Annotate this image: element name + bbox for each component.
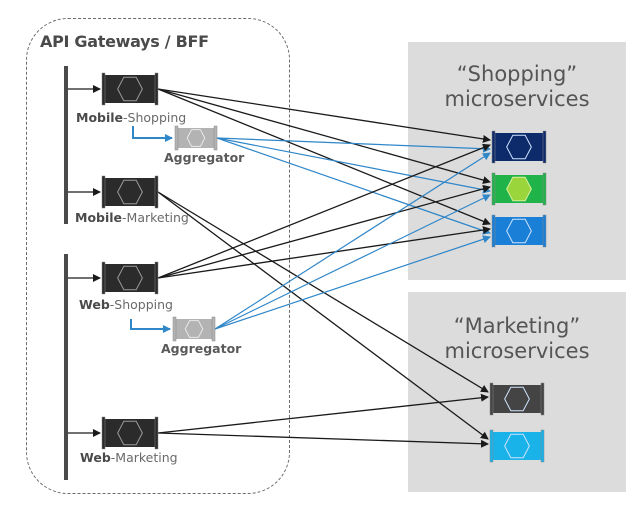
hexagon-icon xyxy=(117,265,143,291)
marketing-title-line1: “Marketing” xyxy=(453,314,581,338)
shopping-panel-title: “Shopping” microservices xyxy=(408,62,626,112)
nodes xyxy=(101,72,547,463)
hexagon-icon xyxy=(506,176,532,202)
connection-web-shopping-to-shopping-3 xyxy=(157,226,491,279)
gateway-label-mobile-shopping: Mobile-Shopping xyxy=(76,110,186,125)
connection-mobile-aggregator-to-shopping-2 xyxy=(216,137,491,194)
node-cap xyxy=(101,72,106,106)
node-cap xyxy=(172,316,177,342)
aggregator-arrow-web xyxy=(130,319,171,333)
node-body xyxy=(492,133,546,161)
marketing-title-line2: microservices xyxy=(444,339,590,363)
label-rest: -Shopping xyxy=(123,110,187,125)
node-cap xyxy=(101,416,106,450)
connection-mobile-marketing-to-marketing-1 xyxy=(157,191,489,393)
connection-web-shopping-to-shopping-2 xyxy=(157,184,491,279)
node-shopping-3 xyxy=(491,214,547,248)
connection-web-aggregator-to-shopping-2 xyxy=(214,194,491,330)
shopping-title-line2: microservices xyxy=(444,87,590,111)
node-cap xyxy=(491,214,496,248)
label-bold: Mobile xyxy=(76,110,124,125)
node-cap xyxy=(542,214,547,248)
node-cap xyxy=(542,130,547,164)
hexagon-icon xyxy=(504,433,530,459)
hexagon-icon xyxy=(186,129,206,147)
node-cap xyxy=(101,261,106,295)
node-mobile-shopping xyxy=(101,72,159,106)
gateway-label-mobile-marketing: Mobile-Marketing xyxy=(75,210,189,225)
hexagon-icon xyxy=(184,320,204,338)
node-cap xyxy=(489,429,494,463)
api-gateways-group xyxy=(26,18,290,494)
node-marketing-2 xyxy=(489,429,545,463)
gateway-label-web-shopping: Web-Shopping xyxy=(79,297,173,312)
node-body xyxy=(173,319,215,339)
node-cap xyxy=(491,172,496,206)
connection-mobile-shopping-to-shopping-1 xyxy=(157,88,491,143)
aggregator-label-mobile: Aggregator xyxy=(164,150,245,165)
node-shopping-1 xyxy=(491,130,547,164)
node-cap xyxy=(154,261,159,295)
node-body xyxy=(102,75,158,103)
node-cap xyxy=(540,429,545,463)
hexagon-icon xyxy=(117,179,143,205)
node-marketing-1 xyxy=(489,382,545,416)
marketing-microservices-panel: “Marketing” microservices xyxy=(408,292,626,492)
aggregator-label-web: Aggregator xyxy=(161,341,242,356)
hexagon-icon xyxy=(117,76,143,102)
connection-web-marketing-to-marketing-2 xyxy=(157,432,489,448)
node-cap xyxy=(154,175,159,209)
hexagon-icon xyxy=(117,420,143,446)
connection-web-marketing-to-marketing-1 xyxy=(157,393,489,434)
node-cap xyxy=(154,416,159,450)
connection-mobile-aggregator-to-shopping-3 xyxy=(216,137,491,235)
connection-mobile-aggregator-to-shopping-1 xyxy=(216,137,491,153)
node-cap xyxy=(213,125,218,151)
connection-web-aggregator-to-shopping-3 xyxy=(214,235,491,330)
node-mobile-marketing xyxy=(101,175,159,209)
node-body xyxy=(102,419,158,447)
connection-web-aggregator-to-shopping-1 xyxy=(214,152,491,330)
connection-mobile-shopping-to-shopping-3 xyxy=(157,88,491,226)
connection-lines xyxy=(157,88,491,448)
node-cap xyxy=(101,175,106,209)
marketing-panel-title: “Marketing” microservices xyxy=(408,314,626,364)
node-body xyxy=(102,264,158,292)
gateway-label-web-marketing: Web-Marketing xyxy=(80,450,178,465)
shopping-title-line1: “Shopping” xyxy=(456,62,578,86)
node-body xyxy=(175,128,217,148)
node-web-aggregator xyxy=(172,316,216,342)
node-body xyxy=(102,178,158,206)
node-cap xyxy=(211,316,216,342)
node-web-shopping xyxy=(101,261,159,295)
hexagon-icon xyxy=(506,218,532,244)
hexagon-icon xyxy=(504,386,530,412)
node-body xyxy=(490,432,544,460)
node-shopping-2 xyxy=(491,172,547,206)
label-bold: Mobile xyxy=(75,210,123,225)
hexagon-icon xyxy=(506,134,532,160)
label-rest: -Marketing xyxy=(110,450,178,465)
mobile-bus-bar xyxy=(64,66,68,224)
label-bold: Web xyxy=(80,450,111,465)
connection-mobile-marketing-to-marketing-2 xyxy=(157,191,489,440)
node-cap xyxy=(489,382,494,416)
label-bold: Web xyxy=(79,297,110,312)
node-body xyxy=(492,217,546,245)
connection-web-shopping-to-shopping-1 xyxy=(157,143,491,279)
node-cap xyxy=(540,382,545,416)
web-bus-bar xyxy=(64,254,68,480)
node-body xyxy=(490,385,544,413)
aggregator-arrow-mobile xyxy=(132,126,173,142)
node-mobile-aggregator xyxy=(174,125,218,151)
node-cap xyxy=(174,125,179,151)
node-web-marketing xyxy=(101,416,159,450)
label-rest: -Shopping xyxy=(109,297,173,312)
api-gateways-title: API Gateways / BFF xyxy=(40,32,209,51)
node-cap xyxy=(542,172,547,206)
node-cap xyxy=(491,130,496,164)
node-cap xyxy=(154,72,159,106)
label-rest: -Marketing xyxy=(122,210,189,225)
